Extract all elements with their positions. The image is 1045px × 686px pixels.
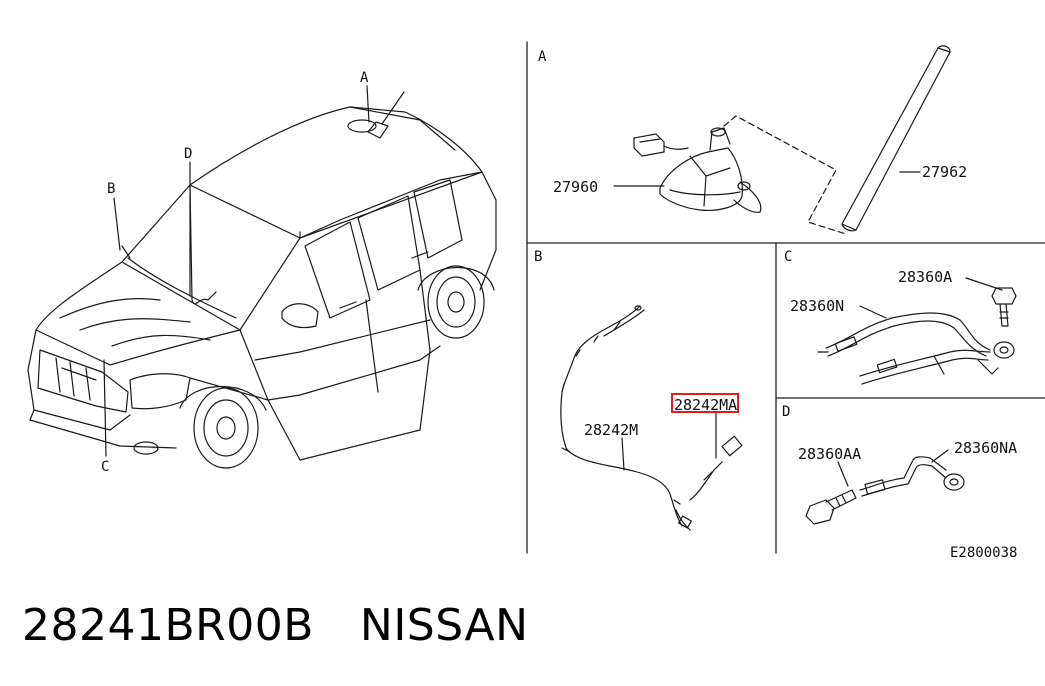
panel-c-letter: C xyxy=(784,249,793,265)
vehicle-callout-b: B xyxy=(107,181,116,197)
panel-d-letter: D xyxy=(782,404,791,420)
part-label-27962: 27962 xyxy=(922,163,968,181)
part-label-28360aa: 28360AA xyxy=(798,445,862,463)
panel-b-drawing xyxy=(560,305,743,531)
panel-a-letter: A xyxy=(538,49,547,65)
highlight-box xyxy=(671,393,739,413)
panel-dividers xyxy=(526,41,1045,554)
vehicle-callout-d: D xyxy=(184,146,193,162)
brand-name: NISSAN xyxy=(359,600,529,651)
panel-a-drawing xyxy=(613,45,951,235)
part-label-28242m: 28242M xyxy=(584,421,639,439)
part-label-28360n: 28360N xyxy=(790,297,845,315)
diagram-code: E2800038 xyxy=(950,545,1018,561)
panel-c-drawing xyxy=(817,277,1017,385)
part-label-28360a: 28360A xyxy=(898,268,953,286)
vehicle-callout-c: C xyxy=(101,459,110,475)
part-number: 28241BR00B xyxy=(22,600,314,651)
part-label-28242ma: 28242MA xyxy=(674,396,738,414)
panel-b-letter: B xyxy=(534,249,543,265)
vehicle-illustration xyxy=(27,85,497,469)
vehicle-callout-a: A xyxy=(360,70,369,86)
part-label-27960: 27960 xyxy=(553,178,599,196)
panel-d-drawing xyxy=(805,449,965,525)
part-label-28360na: 28360NA xyxy=(954,439,1018,457)
caption: 28241BR00B NISSAN xyxy=(22,598,529,654)
